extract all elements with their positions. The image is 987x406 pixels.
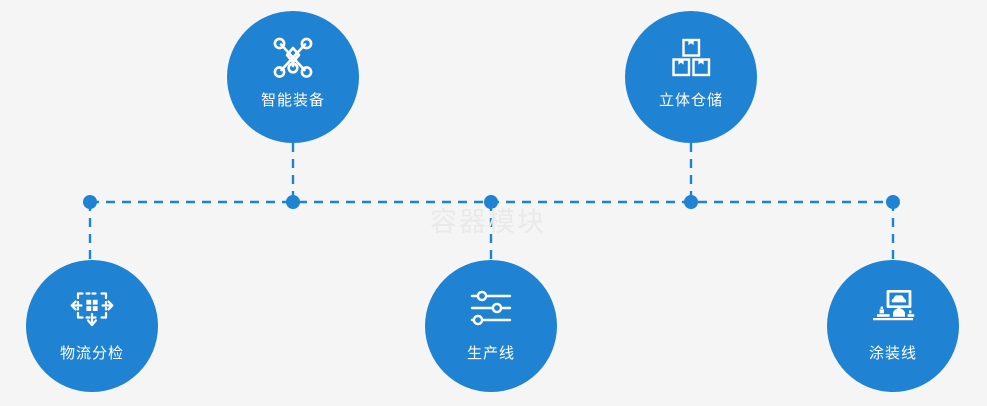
junction-right xyxy=(886,195,900,209)
junction-warehouse xyxy=(684,195,698,209)
node-stereoscopic-warehouse[interactable]: 立体仓储 xyxy=(625,11,757,143)
stacked-boxes-icon xyxy=(672,38,711,77)
node-label: 立体仓储 xyxy=(658,91,723,109)
sliders-icon xyxy=(470,290,512,326)
node-label: 涂装线 xyxy=(868,344,917,362)
node-label: 智能装备 xyxy=(260,91,325,109)
node-label: 物流分检 xyxy=(59,344,124,362)
node-painting-line[interactable]: 涂装线 xyxy=(827,260,959,392)
network-nodes-icon xyxy=(273,37,313,78)
junction-left xyxy=(83,195,97,209)
node-production-line[interactable]: 生产线 xyxy=(425,260,557,392)
node-smart-equipment[interactable]: 智能装备 xyxy=(227,11,359,143)
junction-production-line xyxy=(484,195,498,209)
sorting-arrows-icon xyxy=(70,292,114,327)
paint-workstation-icon xyxy=(873,290,915,321)
node-logistics-sorting[interactable]: 物流分检 xyxy=(26,260,158,392)
junction-smart-equipment xyxy=(286,195,300,209)
node-label: 生产线 xyxy=(466,344,515,362)
watermark-text: 容器模块 xyxy=(430,207,546,238)
